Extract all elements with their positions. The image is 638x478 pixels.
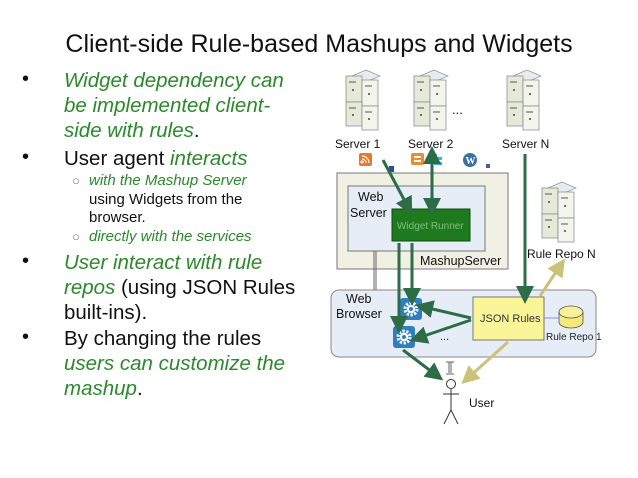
wordpress-icon: W (463, 153, 477, 167)
bullet-line: User agent interacts (64, 146, 247, 171)
text-run: be implemented client- (64, 94, 271, 117)
bullet-marker: • (22, 146, 30, 168)
sub-bullet-line: directly with the services (89, 228, 252, 247)
server-1-icon (345, 69, 381, 131)
rss-icon (359, 153, 372, 166)
server-2-icon (413, 69, 449, 131)
rule-repo-1-label: Rule Repo 1 (546, 332, 602, 343)
sub-bullet-line: using Widgets from the (89, 191, 242, 210)
json-rules-box (472, 296, 545, 341)
text-run: mashup (64, 377, 137, 400)
text-run: with the Mashup Server (89, 172, 247, 189)
green-arrows (381, 146, 534, 381)
server-1-label: Server 1 (335, 137, 381, 151)
widget-gear-icon-2 (391, 324, 417, 350)
text-run: interacts (169, 147, 248, 170)
text-run: . (193, 119, 200, 142)
web-browser-label: Web Browser (336, 292, 382, 321)
bullet-line: side with rules. (64, 118, 200, 143)
bullet-line: mashup. (64, 376, 143, 401)
bullet-marker: • (22, 68, 30, 90)
yellow-arrows (461, 258, 565, 385)
server-2-label: Server 2 (408, 137, 454, 151)
bullet-marker: • (22, 326, 30, 348)
web-server-label: Web Server (350, 190, 387, 220)
blogger-icon (411, 153, 424, 165)
rule-repo-n-icon (541, 181, 577, 243)
text-run: directly with the services (89, 228, 252, 245)
text-run: repos (64, 276, 116, 299)
text-run: using Widgets from the (89, 190, 243, 208)
misc-service-icon (486, 164, 490, 168)
user-icon (443, 379, 459, 425)
server-n-label: Server N (502, 137, 549, 151)
text-run: browser. (89, 209, 146, 226)
widget-gear-icon-1 (398, 296, 424, 322)
sub-bullet-marker: ○ (72, 173, 80, 188)
servers-ellipsis: ... (452, 102, 463, 117)
bullet-line: Widget dependency can (64, 68, 284, 93)
text-run: side with rules (64, 119, 194, 142)
widgets-ellipsis: ... (440, 331, 449, 343)
bullet-line: users can customize the (64, 351, 285, 376)
rule-repo-n-label: Rule Repo N (527, 247, 596, 261)
mashup-server-label: MashupServer (420, 254, 501, 268)
text-run: User interact with rule (64, 251, 263, 274)
sub-bullet-marker: ○ (72, 229, 80, 244)
user-label: User (469, 396, 494, 410)
rule-repo-1-icon (558, 305, 584, 329)
bullet-line: built-ins). (64, 300, 147, 325)
svg-text:W: W (466, 156, 476, 167)
json-rules-label: JSON Rules (480, 313, 541, 325)
bullet-line: be implemented client- (64, 93, 270, 118)
text-run: User agent (64, 147, 170, 170)
widget-runner-label: Widget Runner (397, 221, 464, 232)
sub-bullet-line: browser. (89, 209, 146, 228)
server-n-icon (506, 69, 542, 131)
twitter-icon (434, 154, 442, 165)
bullet-line: By changing the rules (64, 326, 261, 351)
slide-title: Client-side Rule-based Mashups and Widge… (65, 30, 573, 58)
text-run: users can customize the (64, 352, 286, 375)
text-run: Widget dependency can (64, 69, 284, 92)
bullet-marker: • (22, 250, 30, 272)
text-run: (using JSON Rules (115, 276, 296, 299)
sub-bullet-line: with the Mashup Server (89, 172, 247, 191)
delicious-icon (389, 166, 394, 172)
bullet-line: repos (using JSON Rules (64, 275, 295, 300)
text-run: . (136, 377, 143, 400)
outline-arrows (373, 251, 454, 375)
bullet-line: User interact with rule (64, 250, 262, 275)
text-run: built-ins). (64, 301, 148, 324)
text-run: By changing the rules (64, 327, 262, 350)
